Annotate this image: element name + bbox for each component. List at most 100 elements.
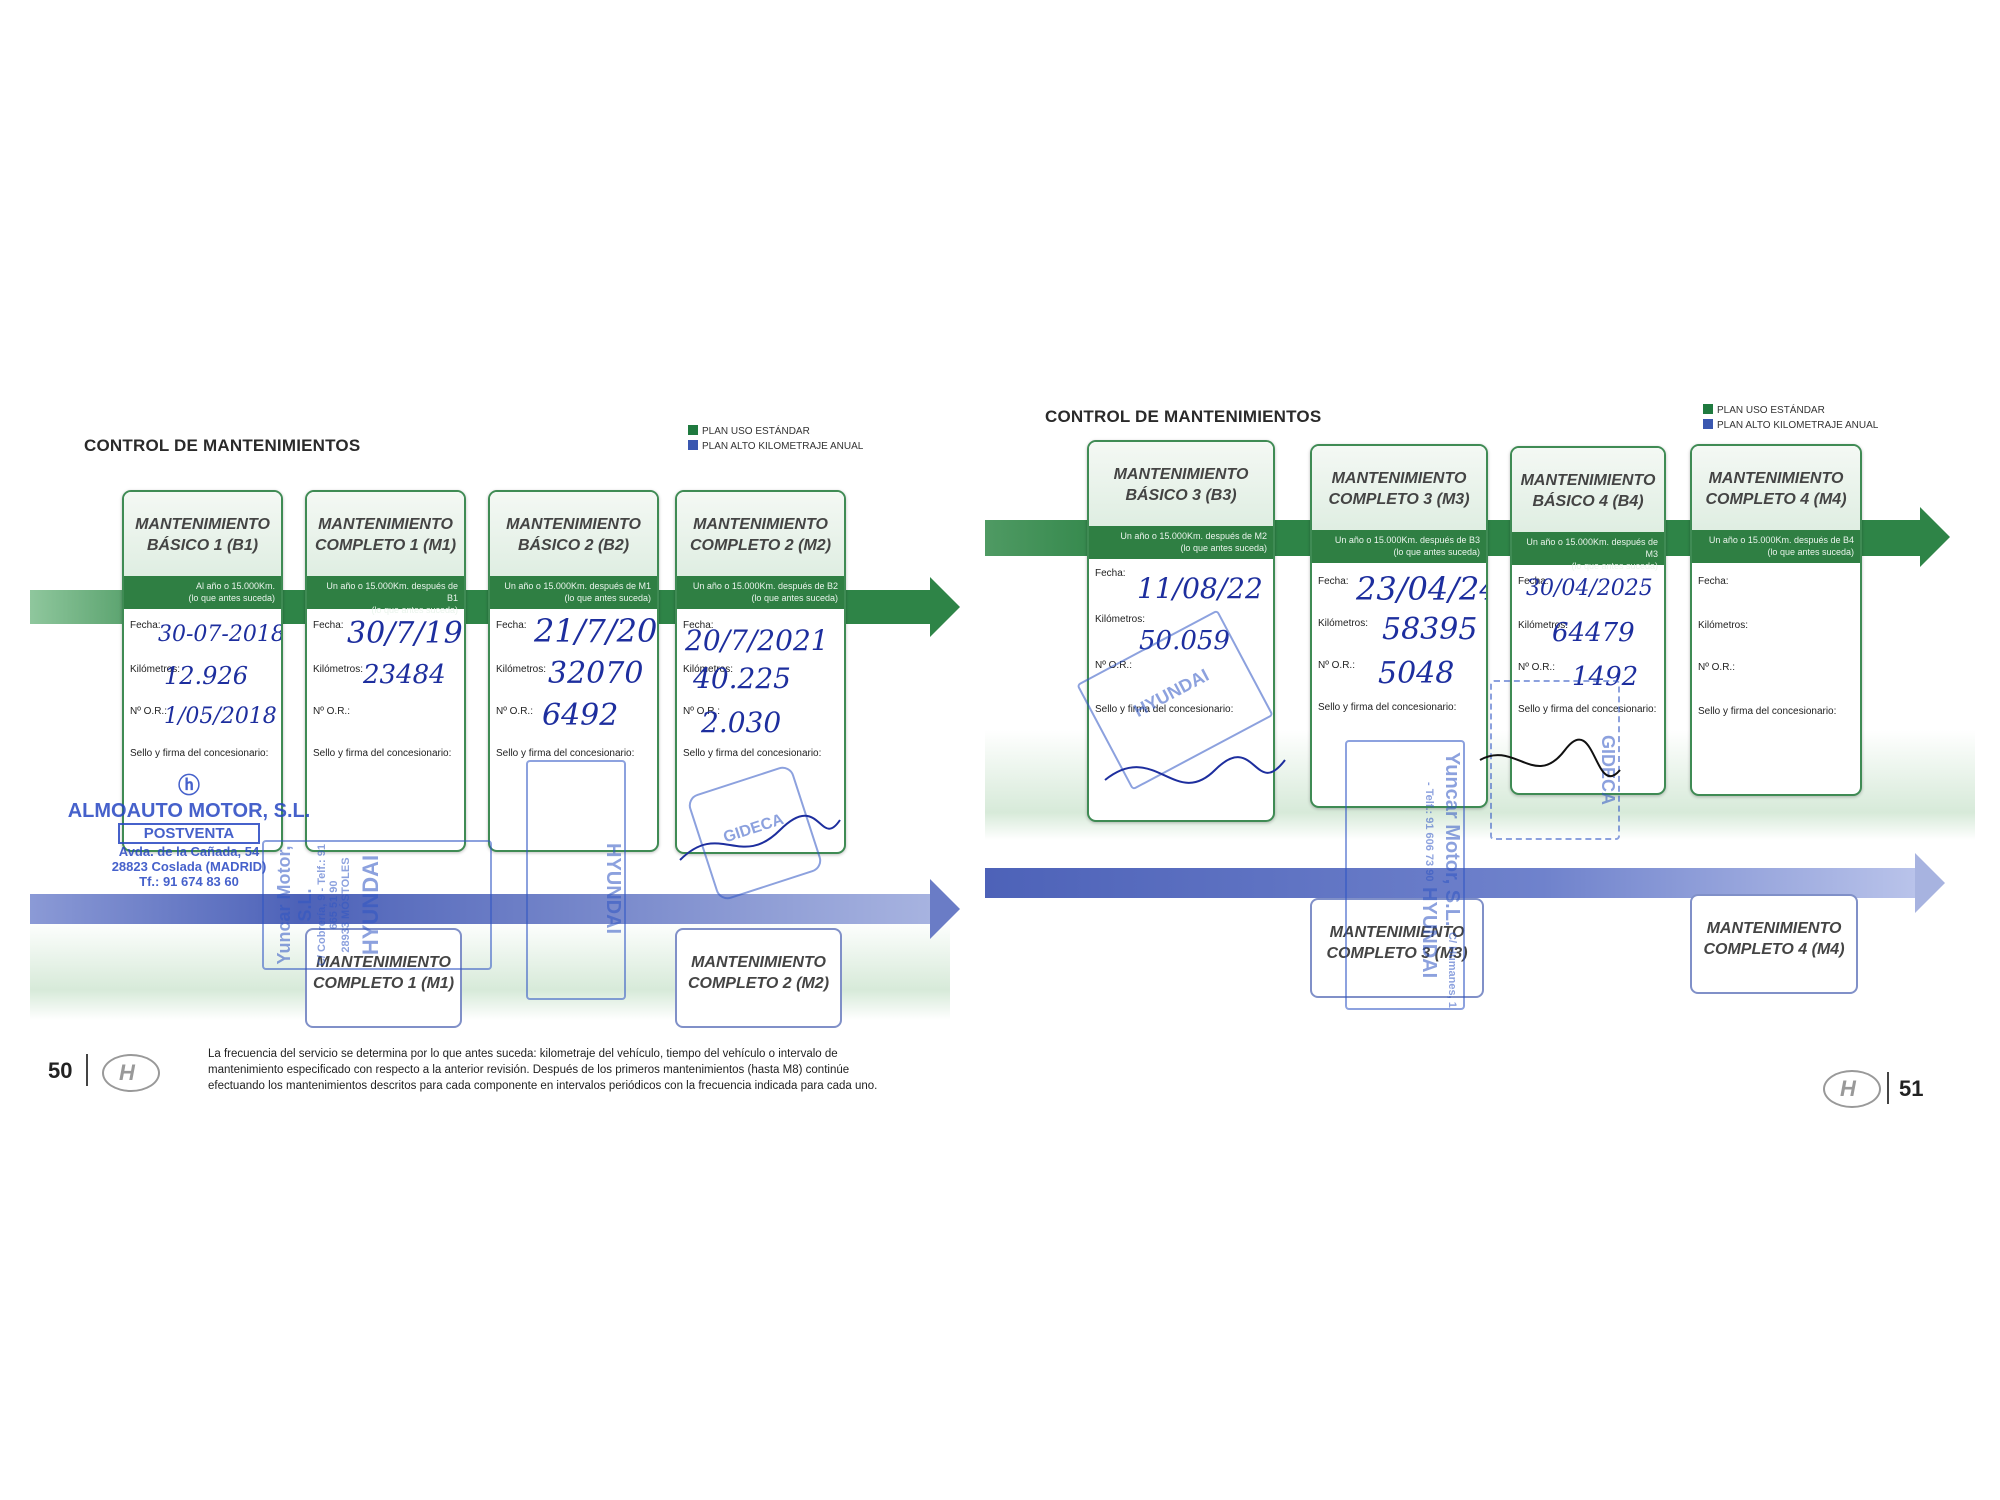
fecha-label: Fecha: <box>313 620 344 631</box>
handwritten-km: 58395 <box>1382 612 1478 647</box>
card-interval: Un año o 15.000Km. después de B3(lo que … <box>1312 530 1486 563</box>
page-number: 50 <box>48 1058 73 1083</box>
km-label: Kilómetros: <box>1095 614 1146 625</box>
fecha-label: Fecha: <box>130 620 161 631</box>
page-title: CONTROL DE MANTENIMIENTOS <box>84 436 361 455</box>
dealer-stamp-almoauto: ⓗ ALMOAUTO MOTOR, S.L. POSTVENTA Avda. d… <box>54 768 324 892</box>
dealer-stamp-yuncar: Yuncar Motor, S.L. C/ Humanes, 1 - Telf.… <box>1345 740 1465 1010</box>
sello-label: Sello y firma del concesionario: <box>1318 702 1457 713</box>
legend-swatch-blue <box>1703 419 1713 429</box>
sello-label: Sello y firma del concesionario: <box>130 748 269 759</box>
right-page: CONTROL DE MANTENIMIENTOS PLAN USO ESTÁN… <box>985 370 1995 1130</box>
card-interval: Un año o 15.000Km. después de B1(lo que … <box>307 576 464 615</box>
high-km-plan-band <box>985 868 1915 898</box>
km-label: Kilómetros: <box>1318 618 1369 629</box>
handwritten-km: 64479 <box>1552 618 1635 648</box>
fecha-label: Fecha: <box>1698 576 1729 587</box>
legend: PLAN USO ESTÁNDAR PLAN ALTO KILOMETRAJE … <box>688 424 863 454</box>
legend-swatch-green <box>688 425 698 435</box>
dealer-stamp-yuncar: Yuncar Motor, S.L. C/ Cobrería, 9 - Telf… <box>262 840 492 970</box>
handwritten-nor: 2.030 <box>701 706 782 739</box>
high-km-plan-arrow <box>930 879 960 939</box>
hyundai-logo-icon: H <box>102 1054 160 1092</box>
dealer-stamp-gideca: GIDECA <box>1490 680 1620 840</box>
handwritten-fecha: 21/7/20 <box>534 612 658 650</box>
nor-label: Nº O.R.: <box>1698 662 1735 673</box>
high-km-plan-band <box>30 894 930 924</box>
hyundai-logo-icon: H <box>1823 1070 1881 1108</box>
nor-label: Nº O.R.: <box>496 706 533 717</box>
km-label: Kilómetros: <box>313 664 364 675</box>
handwritten-fecha: 30-07-2018 <box>158 622 283 647</box>
km-label: Kilómetros: <box>683 664 734 675</box>
nor-label: Nº O.R.: <box>130 706 167 717</box>
legend-item: PLAN ALTO KILOMETRAJE ANUAL <box>688 439 863 454</box>
handwritten-km: 50.059 <box>1139 626 1230 656</box>
handwritten-nor: 6492 <box>542 698 619 733</box>
nor-label: Nº O.R.: <box>1095 660 1132 671</box>
standard-plan-arrow <box>930 577 960 637</box>
sello-label: Sello y firma del concesionario: <box>1095 704 1234 715</box>
km-label: Kilómetros: <box>496 664 547 675</box>
card-interval: Al año o 15.000Km.(lo que antes suceda) <box>124 576 281 609</box>
fecha-label: Fecha: <box>496 620 527 631</box>
km-label: Kilómetros: <box>1698 620 1749 631</box>
page-number: 51 <box>1899 1076 1924 1101</box>
sello-label: Sello y firma del concesionario: <box>313 748 452 759</box>
handwritten-km: 23484 <box>363 660 446 690</box>
card-interval: Un año o 15.000Km. después de B4(lo que … <box>1692 530 1860 563</box>
page-title: CONTROL DE MANTENIMIENTOS <box>1045 407 1322 426</box>
separator <box>1887 1072 1889 1104</box>
sello-label: Sello y firma del concesionario: <box>683 748 822 759</box>
fecha-label: Fecha: <box>683 620 714 631</box>
handwritten-nor: 1492 <box>1572 662 1639 692</box>
sello-label: Sello y firma del concesionario: <box>1698 706 1837 717</box>
handwritten-nor: 1/05/2018 <box>164 704 277 729</box>
legend-swatch-blue <box>688 440 698 450</box>
card-interval: Un año o 15.000Km. después de B2(lo que … <box>677 576 844 609</box>
separator <box>86 1054 88 1086</box>
high-km-plan-arrow <box>1915 853 1945 913</box>
handwritten-fecha: 11/08/22 <box>1137 572 1263 605</box>
legend-item: PLAN ALTO KILOMETRAJE ANUAL <box>1703 418 1878 433</box>
fecha-label: Fecha: <box>1518 576 1549 587</box>
legend: PLAN USO ESTÁNDAR PLAN ALTO KILOMETRAJE … <box>1703 403 1878 433</box>
handwritten-fecha: 30/7/19 <box>347 616 463 651</box>
sello-label: Sello y firma del concesionario: <box>496 748 635 759</box>
footnote: La frecuencia del servicio se determina … <box>208 1048 878 1092</box>
left-page: CONTROL DE MANTENIMIENTOS PLAN USO ESTÁN… <box>30 400 970 1120</box>
fecha-label: Fecha: <box>1318 576 1349 587</box>
km-label: Kilómetros: <box>1518 620 1569 631</box>
handwritten-km: 40.225 <box>693 662 791 695</box>
dealer-stamp-hyundai: HYUNDAI <box>526 760 626 1000</box>
handwritten-fecha: 23/04/24 <box>1356 570 1488 608</box>
signature <box>679 814 841 861</box>
km-label: Kilómetros: <box>130 664 181 675</box>
legend-swatch-green <box>1703 404 1713 414</box>
handwritten-nor: 5048 <box>1378 656 1455 691</box>
signature <box>1104 756 1286 784</box>
handwritten-km: 32070 <box>548 656 644 691</box>
handwritten-km: 12.926 <box>164 662 248 690</box>
card-interval: Un año o 15.000Km. después de M2(lo que … <box>1089 526 1273 559</box>
legend-item: PLAN USO ESTÁNDAR <box>688 424 863 439</box>
nor-label: Nº O.R.: <box>1318 660 1355 671</box>
